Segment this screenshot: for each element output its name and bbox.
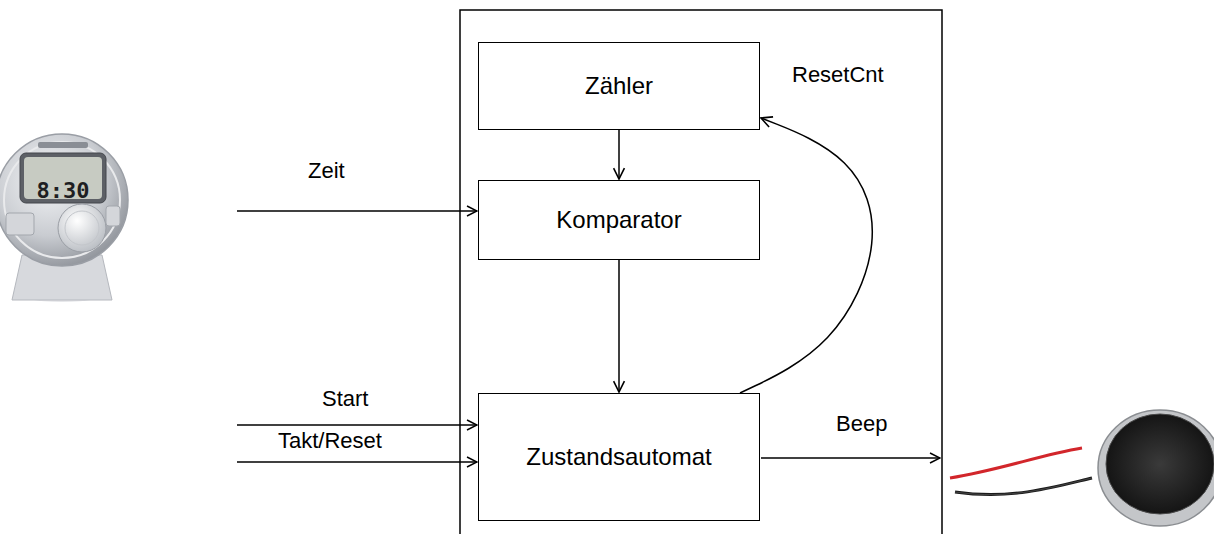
signal-name: Start (322, 386, 368, 411)
signal-name: Zeit (308, 158, 345, 183)
system-housing (460, 10, 942, 534)
timer-picture (0, 134, 128, 302)
signal-wire (237, 210, 477, 212)
signal-wire (237, 424, 477, 426)
box-text: Komparator (552, 206, 685, 234)
signal-arrow (618, 130, 620, 179)
signal-wire (761, 457, 940, 459)
display-reading: 8:30 (37, 178, 90, 203)
signal-name: ResetCnt (790, 62, 886, 87)
speaker-picture (950, 410, 1214, 526)
box-text: Zähler (581, 72, 657, 100)
signal-name: Takt/Reset (278, 428, 382, 453)
signal-arrow (618, 260, 620, 392)
process-box: Zustandsautomat (478, 393, 760, 521)
box-text: Zustandsautomat (522, 443, 715, 471)
signal-wire (237, 461, 477, 463)
signal-name: Beep (836, 411, 887, 436)
process-box: Komparator (478, 180, 760, 260)
process-box: Zähler (478, 42, 760, 130)
